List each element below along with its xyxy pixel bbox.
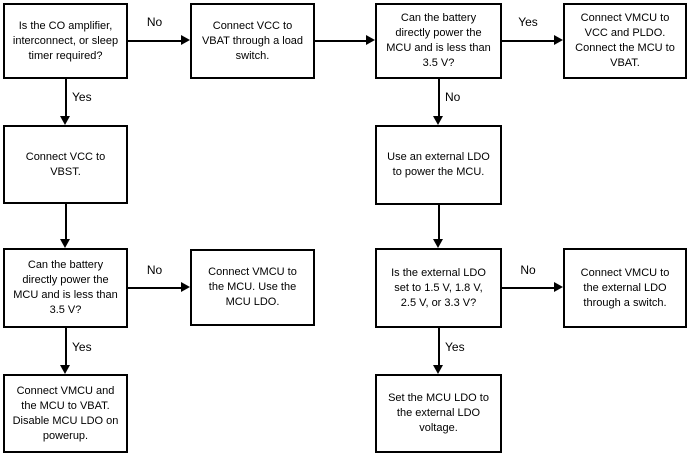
connector-line	[438, 205, 440, 239]
arrowhead-down-icon	[433, 239, 443, 248]
arrowhead-down-icon	[60, 116, 70, 125]
flow-node-q-battery-power-left: Can the battery directly power the MCU a…	[3, 248, 128, 328]
node-text: Connect VCC to VBAT through a load switc…	[201, 19, 304, 62]
edge-label-yes: Yes	[72, 90, 92, 104]
edge-label-no: No	[146, 15, 163, 29]
flow-node-connect-vcc-vbst: Connect VCC to VBST.	[3, 125, 128, 204]
connector-line	[65, 328, 67, 365]
node-text: Connect VMCU to the external LDO through…	[580, 266, 670, 309]
node-text: Connect VMCU to VCC and PLDO. Connect th…	[575, 12, 675, 69]
flow-node-q-co-amplifier: Is the CO amplifier, interconnect, or sl…	[3, 3, 128, 79]
node-text: Set the MCU LDO to the external LDO volt…	[388, 392, 489, 434]
edge-label-no: No	[146, 263, 163, 277]
connector-line	[128, 287, 181, 289]
edge-label-yes: Yes	[518, 15, 538, 29]
flow-node-set-mcu-ldo: Set the MCU LDO to the external LDO volt…	[375, 374, 502, 453]
arrowhead-down-icon	[60, 365, 70, 374]
connector-line	[128, 40, 181, 42]
edge-label-yes: Yes	[445, 340, 465, 354]
connector-line	[502, 287, 554, 289]
node-text: Can the battery directly power the MCU a…	[13, 259, 118, 316]
arrowhead-right-icon	[554, 282, 563, 292]
connector-line	[438, 79, 440, 116]
arrowhead-down-icon	[433, 365, 443, 374]
flow-node-connect-vmcu-vbat: Connect VMCU and the MCU to VBAT. Disabl…	[3, 374, 128, 453]
node-text: Connect VMCU to the MCU. Use the MCU LDO…	[208, 266, 297, 308]
node-text: Can the battery directly power the MCU a…	[386, 12, 491, 69]
edge-label-yes: Yes	[72, 340, 92, 354]
flow-node-connect-vmcu-mcu-ldo: Connect VMCU to the MCU. Use the MCU LDO…	[190, 249, 315, 326]
node-text: Connect VMCU and the MCU to VBAT. Disabl…	[12, 384, 119, 442]
connector-line	[438, 328, 440, 365]
arrowhead-right-icon	[554, 35, 563, 45]
edge-label-no: No	[520, 263, 536, 277]
arrowhead-right-icon	[181, 282, 190, 292]
arrowhead-right-icon	[181, 35, 190, 45]
arrowhead-down-icon	[60, 239, 70, 248]
connector-line	[65, 79, 67, 116]
connector-line	[502, 40, 554, 42]
node-text: Connect VCC to VBST.	[25, 150, 106, 178]
arrowhead-down-icon	[433, 116, 443, 125]
flow-node-q-external-ldo-voltage: Is the external LDO set to 1.5 V, 1.8 V,…	[375, 248, 502, 328]
edge-label-no: No	[445, 90, 461, 104]
flow-node-connect-vmcu-ldo-switch: Connect VMCU to the external LDO through…	[563, 248, 687, 328]
flow-node-q-battery-power-top: Can the battery directly power the MCU a…	[375, 3, 502, 79]
node-text: Is the external LDO set to 1.5 V, 1.8 V,…	[391, 266, 486, 309]
connector-line	[315, 40, 366, 42]
node-text: Use an external LDO to power the MCU.	[387, 151, 490, 178]
flow-node-use-external-ldo: Use an external LDO to power the MCU.	[375, 125, 502, 205]
flow-node-connect-vcc-vbat: Connect VCC to VBAT through a load switc…	[190, 3, 315, 79]
node-text: Is the CO amplifier, interconnect, or sl…	[12, 19, 119, 62]
flow-node-connect-vmcu-vcc-pldo: Connect VMCU to VCC and PLDO. Connect th…	[563, 3, 687, 79]
arrowhead-right-icon	[366, 35, 375, 45]
connector-line	[65, 204, 67, 239]
